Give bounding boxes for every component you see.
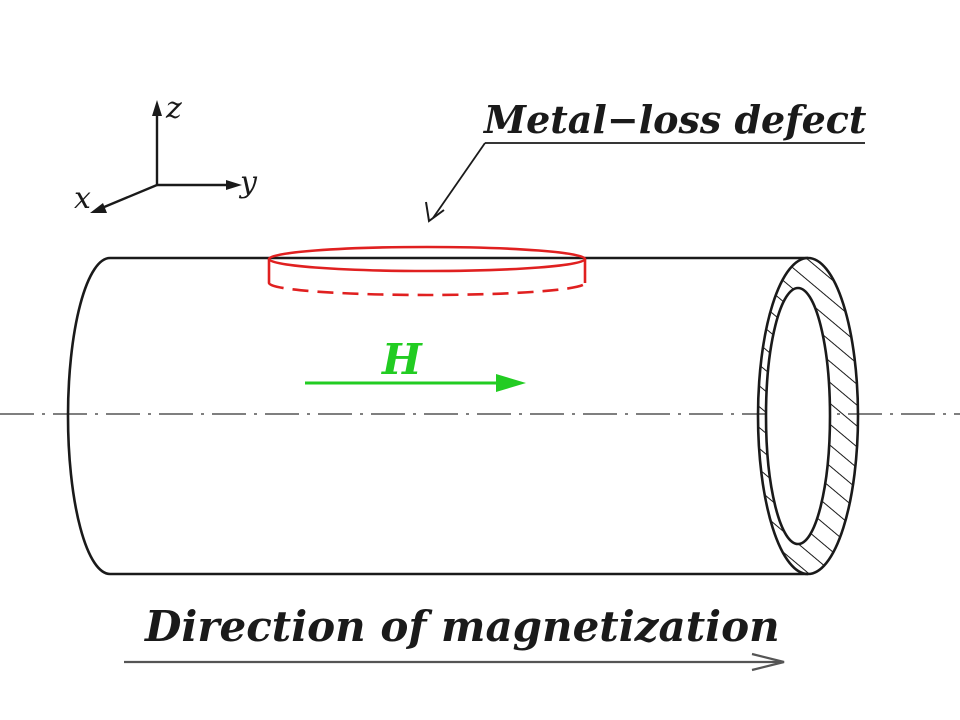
field-arrow — [305, 374, 526, 392]
y-axis-arrowhead — [226, 180, 242, 190]
axis-triad — [96, 108, 232, 212]
defect-bottom-dashed — [267, 282, 587, 297]
pipe-end-inner-rim — [764, 286, 832, 546]
magnetization-label: Direction of magnetization — [144, 602, 780, 651]
field-label: H — [381, 335, 423, 384]
pipe-end-wall-hatch — [758, 258, 858, 574]
pipe-outline — [66, 256, 808, 576]
defect-leader-line — [432, 142, 486, 219]
z-axis-label: z — [165, 91, 182, 126]
x-axis-line — [96, 183, 158, 212]
z-axis-arrowhead — [152, 100, 162, 116]
defect-leader-arrowhead — [425, 201, 445, 223]
x-axis-label: x — [74, 181, 91, 216]
magnetization-arrowhead — [751, 652, 785, 672]
pipe — [66, 256, 860, 576]
pipe-end-outer-rim — [756, 256, 860, 576]
defect-callout — [425, 142, 865, 223]
field-arrowhead — [496, 374, 526, 392]
metal-loss-defect — [267, 245, 587, 297]
y-axis-label: y — [238, 165, 258, 200]
defect-label: Metal−loss defect — [482, 97, 867, 142]
magnetization-arrow — [124, 652, 785, 672]
x-axis-arrowhead — [90, 203, 107, 213]
